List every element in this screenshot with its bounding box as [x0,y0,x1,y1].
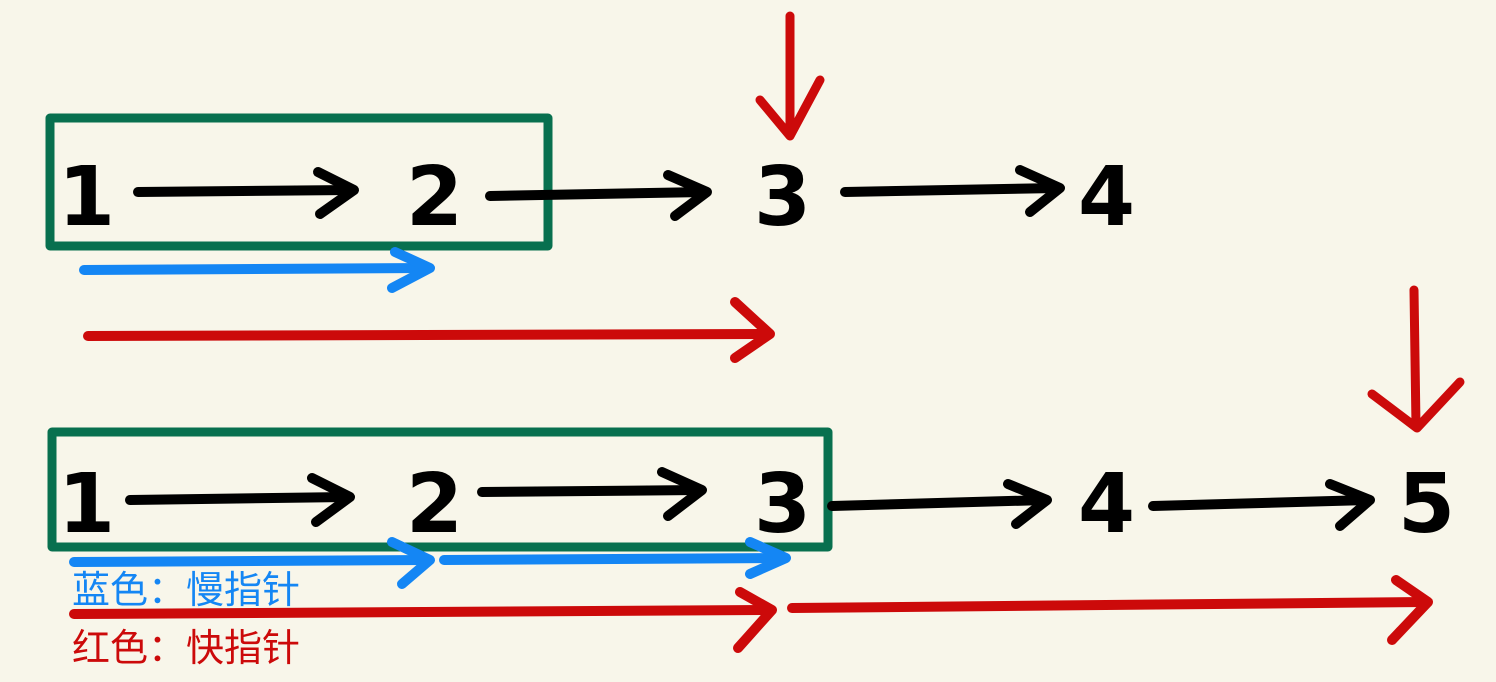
link-arrow-row1-3-4 [840,165,1065,217]
fast-pointer-marker-row1 [755,11,825,141]
window-box-row2 [47,427,833,552]
node-row1-2: 2 [406,150,463,245]
node-row1-1: 1 [58,150,115,245]
link-arrow-row2-1-2 [125,473,355,527]
node-row2-4: 4 [1078,457,1135,552]
legend-fast-pointer: 红色：快指针 [72,626,300,670]
window-box-row1 [45,113,553,251]
node-row1-4: 4 [1078,150,1135,245]
row-2: 1 2 3 4 5 蓝色：慢指针 红色：快指针 [47,285,1465,670]
slow-pointer-arrow-row2 [69,537,791,589]
link-arrow-row2-4-5 [1148,479,1375,531]
row-1: 1 2 3 4 [45,11,1135,363]
node-row1-3: 3 [754,150,811,245]
link-arrow-row2-2-3 [477,467,707,521]
fast-pointer-arrow-row1 [83,297,775,363]
link-arrow-row1-1-2 [133,167,359,219]
node-row2-3: 3 [754,457,811,552]
slow-pointer-arrow-row1 [79,247,435,293]
fast-pointer-arrow-row2 [69,575,1433,653]
node-row2-1: 1 [58,457,115,552]
legend-slow-pointer: 蓝色：慢指针 [72,568,300,612]
node-row2-2: 2 [406,457,463,552]
fast-pointer-marker-row2 [1367,285,1465,433]
node-row2-5: 5 [1398,457,1455,552]
link-arrow-row2-3-4 [827,479,1052,529]
link-arrow-row1-2-3 [485,170,712,221]
